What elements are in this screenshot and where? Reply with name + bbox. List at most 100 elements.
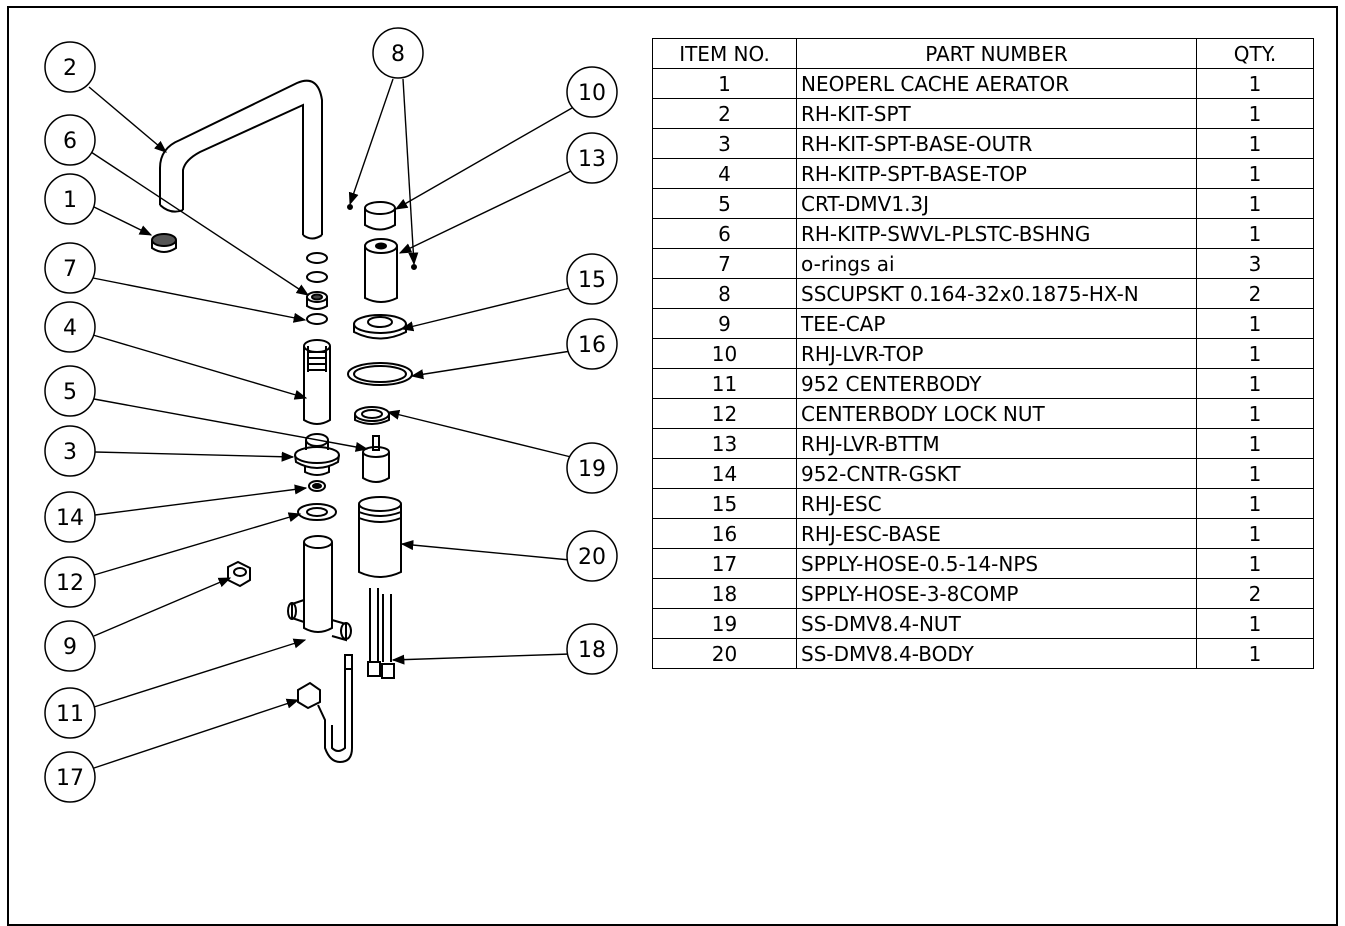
cell-part-number: SPPLY-HOSE-0.5-14-NPS [796, 548, 1197, 579]
cell-item-no: 4 [652, 158, 797, 189]
balloon-12: 12 [44, 556, 96, 608]
header-item-no: ITEM NO. [652, 38, 797, 69]
balloon-circle [44, 687, 96, 739]
base-top-part [303, 339, 331, 425]
cell-qty: 1 [1196, 68, 1314, 99]
balloon-7: 7 [44, 242, 96, 294]
cell-part-number: NEOPERL CACHE AERATOR [796, 68, 1197, 99]
cell-item-no: 15 [652, 488, 797, 519]
balloon-label: 5 [63, 380, 77, 405]
parts-geometry [151, 79, 417, 764]
cell-qty: 1 [1196, 638, 1314, 669]
balloon-14: 14 [44, 491, 96, 543]
cell-item-no: 10 [652, 338, 797, 369]
lever-bottom-part [364, 238, 398, 303]
balloon-label: 14 [56, 506, 84, 531]
balloon-circle [44, 751, 96, 803]
escutcheon-base-part [347, 362, 413, 386]
balloon-9: 9 [44, 620, 96, 672]
cartridge-part [362, 435, 390, 483]
cell-item-no: 17 [652, 548, 797, 579]
cell-qty: 1 [1196, 128, 1314, 159]
balloon-circle [44, 425, 96, 477]
balloon-label: 10 [578, 81, 606, 106]
balloon-18: 18 [566, 623, 618, 675]
balloon-circle [44, 242, 96, 294]
cell-qty: 3 [1196, 248, 1314, 279]
compression-hoses-part [367, 588, 395, 679]
cell-item-no: 14 [652, 458, 797, 489]
cell-item-no: 1 [652, 68, 797, 99]
balloon-circle [44, 41, 96, 93]
balloon-label: 9 [63, 635, 77, 660]
cell-qty: 1 [1196, 338, 1314, 369]
balloon-circle [566, 530, 618, 582]
cell-part-number: RH-KIT-SPT-BASE-OUTR [796, 128, 1197, 159]
balloon-circle [44, 491, 96, 543]
cell-part-number: SSCUPSKT 0.164-32x0.1875-HX-N [796, 278, 1197, 309]
centerbody-part [287, 535, 352, 642]
cell-part-number: RHJ-ESC-BASE [796, 518, 1197, 549]
cell-item-no: 13 [652, 428, 797, 459]
cell-item-no: 18 [652, 578, 797, 609]
balloon-circle [566, 66, 618, 118]
balloon-circle [566, 132, 618, 184]
cell-qty: 1 [1196, 158, 1314, 189]
balloon-6: 6 [44, 114, 96, 166]
cell-part-number: SS-DMV8.4-NUT [796, 608, 1197, 639]
cell-qty: 1 [1196, 218, 1314, 249]
balloon-label: 12 [56, 571, 84, 596]
cell-qty: 1 [1196, 518, 1314, 549]
balloon-11: 11 [44, 687, 96, 739]
aerator-part [151, 233, 177, 253]
balloon-label: 4 [63, 316, 77, 341]
cell-part-number: RH-KIT-SPT [796, 98, 1197, 129]
cell-item-no: 20 [652, 638, 797, 669]
balloon-circle [44, 114, 96, 166]
balloon-label: 7 [63, 257, 77, 282]
cell-qty: 1 [1196, 548, 1314, 579]
cell-part-number: RHJ-LVR-TOP [796, 338, 1197, 369]
cell-item-no: 5 [652, 188, 797, 219]
cell-qty: 1 [1196, 398, 1314, 429]
cell-part-number: TEE-CAP [796, 308, 1197, 339]
cell-qty: 1 [1196, 428, 1314, 459]
balloon-10: 10 [566, 66, 618, 118]
escutcheon-part [353, 314, 407, 340]
tee-cap-part [227, 560, 251, 588]
balloon-4: 4 [44, 301, 96, 353]
cell-part-number: RH-KITP-SWVL-PLSTC-BSHNG [796, 218, 1197, 249]
balloon-label: 19 [578, 457, 606, 482]
cell-item-no: 16 [652, 518, 797, 549]
balloon-3: 3 [44, 425, 96, 477]
cell-part-number: SPPLY-HOSE-3-8COMP [796, 578, 1197, 609]
cell-part-number: CRT-DMV1.3J [796, 188, 1197, 219]
spout-part [159, 79, 323, 240]
balloon-2: 2 [44, 41, 96, 93]
cell-qty: 1 [1196, 98, 1314, 129]
balloon-label: 2 [63, 56, 77, 81]
balloon-circle [566, 253, 618, 305]
cell-item-no: 7 [652, 248, 797, 279]
cell-item-no: 8 [652, 278, 797, 309]
cell-part-number: RH-KITP-SPT-BASE-TOP [796, 158, 1197, 189]
cell-qty: 1 [1196, 368, 1314, 399]
cell-qty: 1 [1196, 458, 1314, 489]
balloon-label: 18 [578, 638, 606, 663]
balloon-circle [566, 623, 618, 675]
